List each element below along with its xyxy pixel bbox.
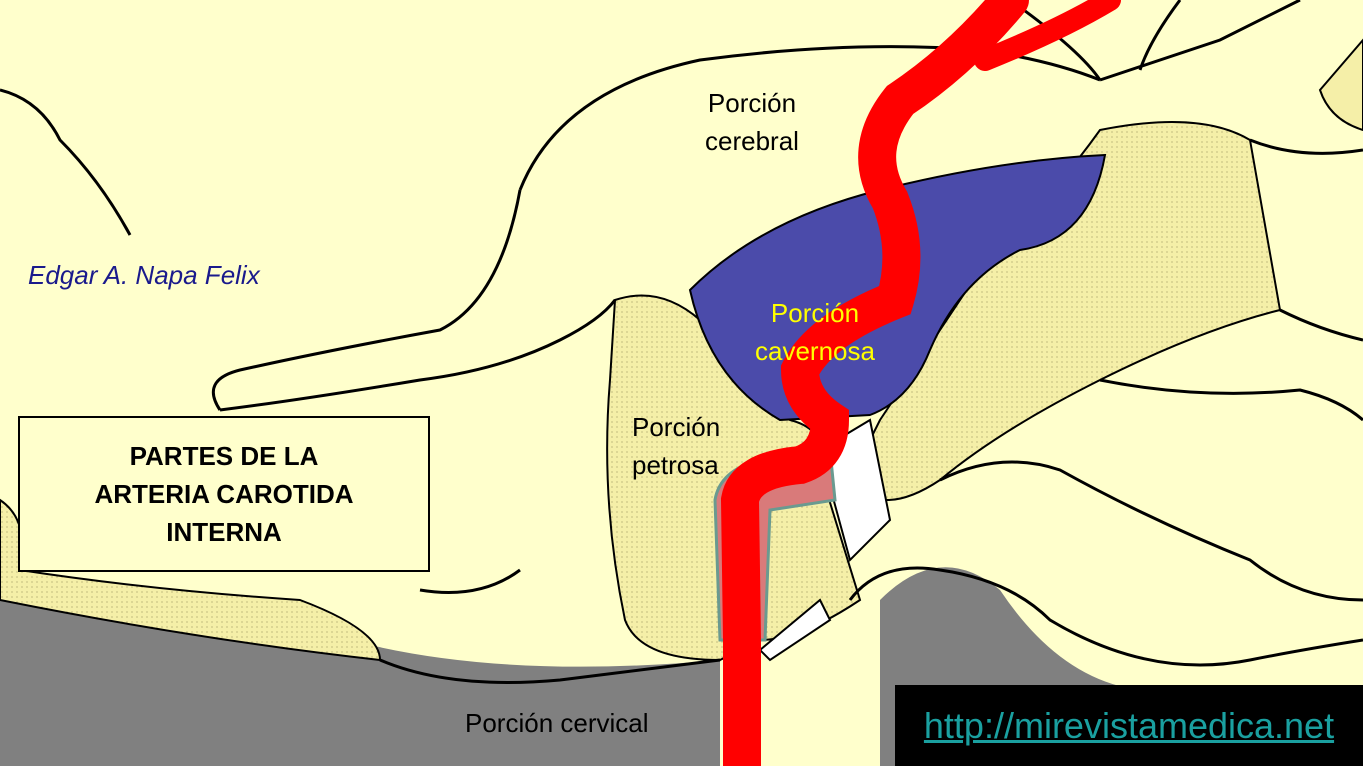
- label-petrosa: Porción petrosa: [632, 408, 720, 484]
- author-credit: Edgar A. Napa Felix: [28, 260, 260, 290]
- title-line: PARTES DE LA: [129, 441, 319, 471]
- bone-topright: [1318, 38, 1363, 132]
- website-link[interactable]: http://mirevistamedica.net: [923, 704, 1335, 746]
- url-banner: http://mirevistamedica.net: [895, 685, 1363, 766]
- label-line: cavernosa: [755, 336, 875, 366]
- label-cerebral: Porción cerebral: [705, 84, 799, 160]
- label-line: Porción: [632, 412, 721, 442]
- title-line: INTERNA: [166, 517, 282, 547]
- label-line: petrosa: [632, 450, 719, 480]
- label-line: Porción: [770, 298, 860, 328]
- title-box: PARTES DE LA ARTERIA CAROTIDA INTERNA: [18, 416, 430, 572]
- label-line: cerebral: [705, 126, 799, 156]
- label-cervical: Porción cervical: [465, 708, 649, 738]
- gray-region-left: [0, 590, 720, 766]
- label-cavernosa: Porción cavernosa: [755, 294, 875, 370]
- label-line: Porción: [707, 88, 797, 118]
- internal-carotid-artery: [720, 0, 1121, 766]
- title-line: ARTERIA CAROTIDA: [94, 479, 354, 509]
